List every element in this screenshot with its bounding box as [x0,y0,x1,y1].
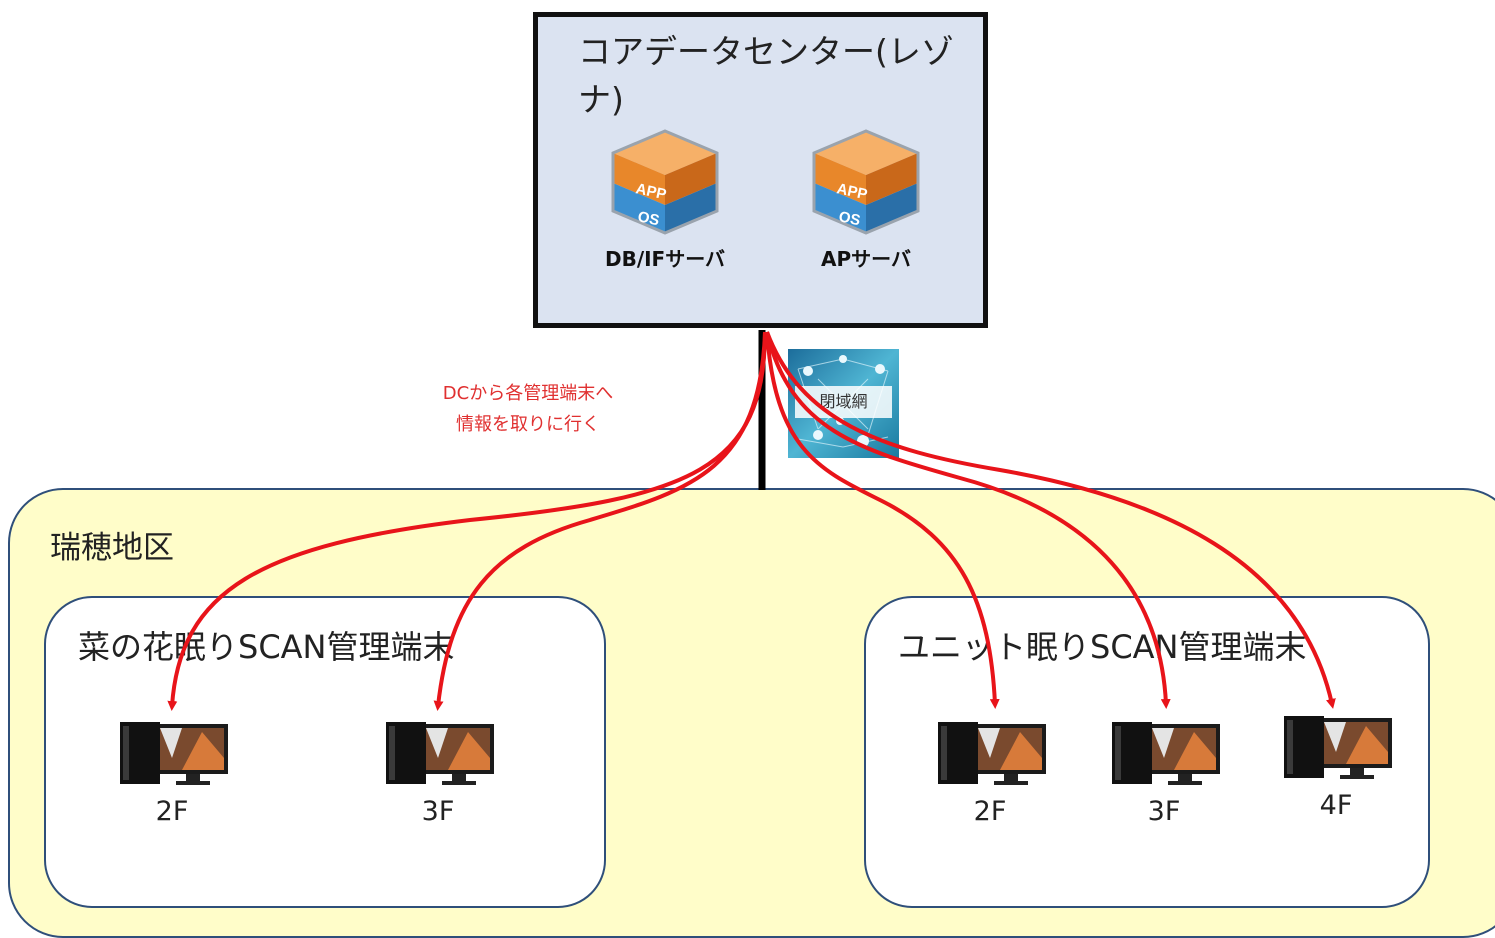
note-line-1: DCから各管理端末へ [442,383,614,404]
server-ap: APP OS APサーバ [796,125,936,272]
group-nanohana [44,596,606,908]
server-label: DB/IFサーバ [604,247,726,271]
vm-box-icon: APP OS [812,129,920,235]
terminal-unit-4f: 4F [1276,712,1396,821]
terminal-unit-3f: 3F [1104,718,1224,827]
terminal-label: 3F [1147,796,1181,827]
flow-note: DCから各管理端末へ 情報を取りに行く [408,378,648,440]
svg-text:APP: APP [835,180,869,203]
svg-text:OS: OS [636,208,661,229]
server-label: APサーバ [821,247,911,271]
terminal-unit-2f: 2F [930,718,1050,827]
server-db-if: APP OS DB/IFサーバ [595,125,735,272]
terminal-label: 2F [155,796,189,827]
desktop-pc-icon [1112,722,1220,785]
arrow-to-unit-4f [765,331,1336,709]
svg-text:OS: OS [837,208,862,229]
group-title-unit: ユニット眠りSCAN管理端末 [898,628,1307,666]
terminal-nanohana-2f: 2F [112,718,232,827]
terminal-nanohana-3f: 3F [378,718,498,827]
region-label: 瑞穂地区 [50,530,174,566]
arrow-to-nanohana-3f [433,331,767,711]
terminal-label: 4F [1319,790,1353,821]
note-line-2: 情報を取りに行く [456,414,600,435]
arrow-to-unit-2f [765,331,1000,709]
vm-box-icon: APP OS [611,129,719,235]
arrow-to-unit-3f [765,331,1171,709]
desktop-pc-icon [386,722,494,785]
desktop-pc-icon [1284,716,1392,779]
data-center-title: コアデータセンター(レゾナ) [578,32,954,119]
svg-text:APP: APP [634,180,668,203]
desktop-pc-icon [120,722,228,785]
terminal-label: 2F [973,796,1007,827]
group-title-nanohana: 菜の花眠りSCAN管理端末 [78,628,455,666]
terminal-label: 3F [421,796,455,827]
network-label: 閉域網 [795,386,892,418]
desktop-pc-icon [938,722,1046,785]
